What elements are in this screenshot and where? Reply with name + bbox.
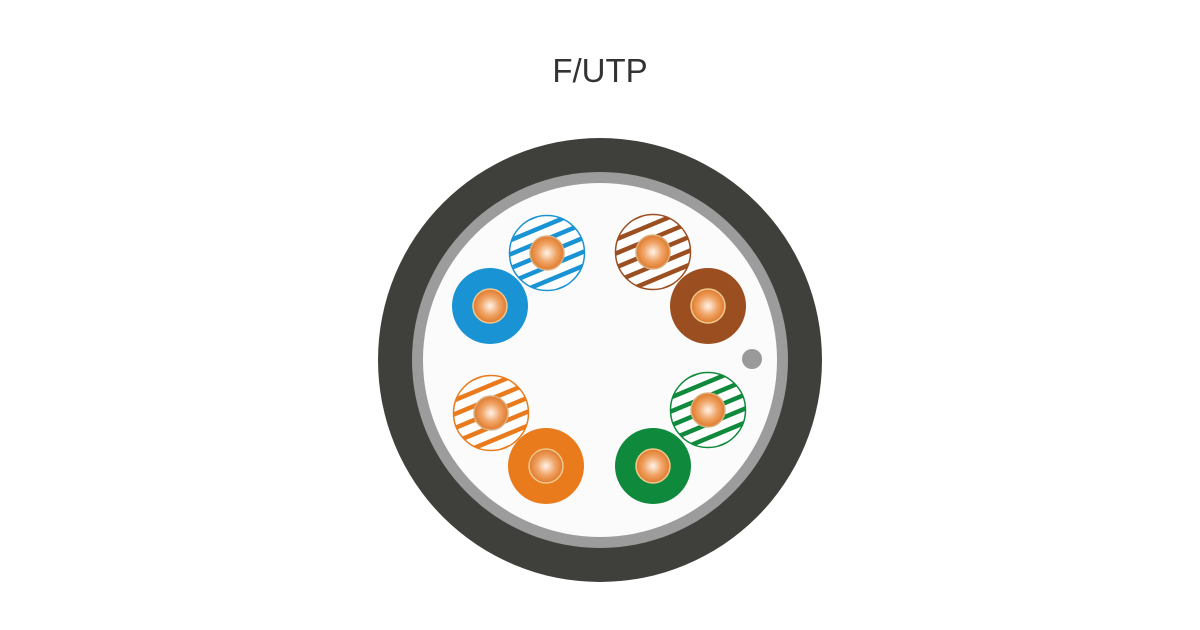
solid-wire-brown <box>670 268 746 344</box>
striped-wire-green <box>669 371 747 449</box>
diagram-title: F/UTP <box>552 52 648 89</box>
solid-wire-green <box>615 428 691 504</box>
inner-filler <box>423 183 777 537</box>
striped-wire-orange <box>452 374 530 452</box>
copper-core <box>529 235 565 271</box>
striped-wire-blue <box>508 214 586 292</box>
solid-wire-blue <box>452 268 528 344</box>
copper-core <box>690 392 726 428</box>
copper-core <box>528 448 564 484</box>
drain-wire <box>742 349 762 369</box>
striped-wire-brown <box>614 213 692 291</box>
copper-core <box>635 234 671 270</box>
copper-core <box>472 288 508 324</box>
solid-wire-orange <box>508 428 584 504</box>
copper-core <box>635 448 671 484</box>
copper-core <box>473 395 509 431</box>
copper-core <box>690 288 726 324</box>
